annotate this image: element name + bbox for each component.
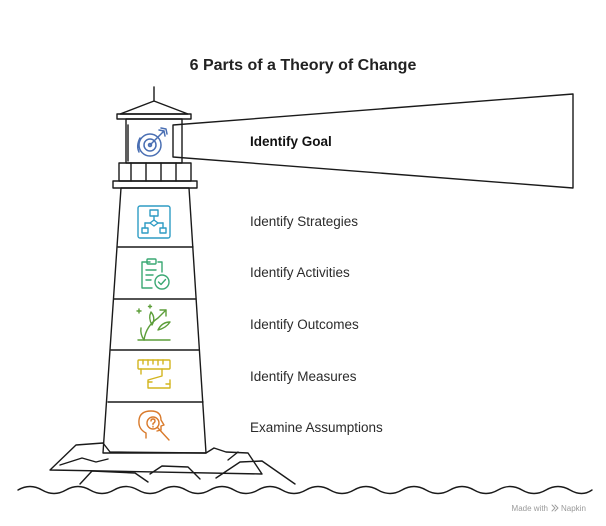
rocks (49, 442, 296, 485)
measuring-tape-icon (137, 359, 171, 389)
step-labels: Identify Goal Identify Strategies Identi… (250, 134, 383, 435)
napkin-logo-icon (551, 504, 559, 512)
diagram-title: 6 Parts of a Theory of Change (190, 57, 417, 74)
napkin-brand-text: Napkin (561, 504, 586, 513)
made-with-text: Made with (512, 504, 548, 513)
head-question-icon (138, 410, 170, 441)
light-beam (172, 93, 574, 189)
sea-waves (17, 485, 593, 495)
step-label-assumptions: Examine Assumptions (250, 420, 383, 435)
napkin-attribution: Made with Napkin (512, 504, 586, 513)
flowchart-icon (137, 205, 171, 239)
step-label-outcomes: Identify Outcomes (250, 317, 359, 332)
step-label-goal: Identify Goal (250, 134, 332, 149)
lighthouse-roof (116, 86, 192, 120)
clipboard-check-icon (141, 258, 170, 290)
step-label-strategies: Identify Strategies (250, 214, 358, 229)
step-label-measures: Identify Measures (250, 369, 357, 384)
growth-plant-icon (136, 304, 171, 341)
target-icon (136, 127, 168, 157)
step-label-activities: Identify Activities (250, 265, 350, 280)
lighthouse-gallery (112, 162, 198, 189)
